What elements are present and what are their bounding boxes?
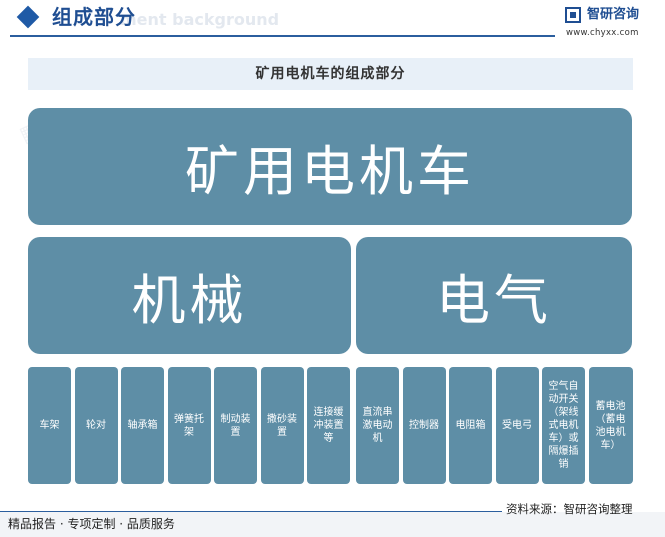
- part-node-electrical: 控制器: [402, 367, 446, 484]
- part-node-electrical: 受电弓: [495, 367, 539, 484]
- header-divider: [10, 35, 555, 37]
- part-label: 直流串激电动机: [362, 407, 393, 444]
- parts-row: 车架 轮对 轴承箱 弹簧托架 制动装置 撒砂装置 连接缓冲装置等 直流串激电动机…: [28, 367, 633, 484]
- brand-logo-icon: [565, 7, 581, 23]
- branch-node-electrical: 电气: [356, 237, 632, 354]
- part-node-electrical: 电阻箱: [449, 367, 492, 484]
- part-node-mechanical: 撒砂装置: [260, 367, 304, 484]
- part-node-mechanical: 弹簧托架: [167, 367, 211, 484]
- footer-divider: [0, 511, 502, 512]
- header-diamond-icon: [16, 5, 40, 29]
- root-node: 矿用电机车: [28, 108, 632, 225]
- part-label: 车架: [39, 420, 60, 431]
- part-label: 轴承箱: [127, 420, 158, 431]
- brand-url: www.chyxx.com: [566, 28, 639, 38]
- part-label: 空气自动开关（架线式电机车）或隔爆插销: [548, 381, 579, 470]
- part-label: 电阻箱: [455, 420, 486, 431]
- footer-slogan: 精品报告 · 专项定制 · 品质服务: [8, 517, 175, 531]
- part-label: 连接缓冲装置等: [313, 407, 344, 444]
- branch-node-mechanical: 机械: [28, 237, 351, 354]
- diagram-title: 矿用电机车的组成部分: [28, 58, 633, 90]
- part-label: 轮对: [86, 420, 106, 431]
- part-node-mechanical: 轴承箱: [121, 367, 164, 484]
- branch-label-electrical: 电气: [436, 269, 552, 332]
- part-node-mechanical: 制动装置: [214, 367, 257, 484]
- part-node-electrical: 蓄电池（蓄电池电机车）: [588, 367, 633, 484]
- part-label: 弹簧托架: [174, 413, 204, 438]
- source-note: 资料来源：智研咨询整理: [506, 502, 633, 516]
- part-node-mechanical: 轮对: [74, 367, 118, 484]
- branch-label-mechanical: 机械: [131, 269, 248, 332]
- root-node-label: 矿用电机车: [185, 140, 475, 203]
- part-node-electrical: 空气自动开关（架线式电机车）或隔爆插销: [542, 367, 585, 484]
- part-label: 受电弓: [502, 420, 532, 431]
- brand-name: 智研咨询: [587, 7, 640, 22]
- part-node-mechanical: 连接缓冲装置等: [307, 367, 350, 484]
- part-node-electrical: 直流串激电动机: [356, 367, 399, 484]
- footer-bar: [0, 512, 665, 537]
- part-node-mechanical: 车架: [28, 367, 71, 484]
- part-label: 制动装置: [220, 413, 251, 438]
- header-watermark: ment background: [120, 10, 280, 29]
- part-label: 蓄电池（蓄电池电机车）: [595, 400, 626, 451]
- page-title: 组成部分: [52, 5, 136, 29]
- part-label: 控制器: [409, 420, 439, 431]
- part-label: 撒砂装置: [267, 413, 297, 438]
